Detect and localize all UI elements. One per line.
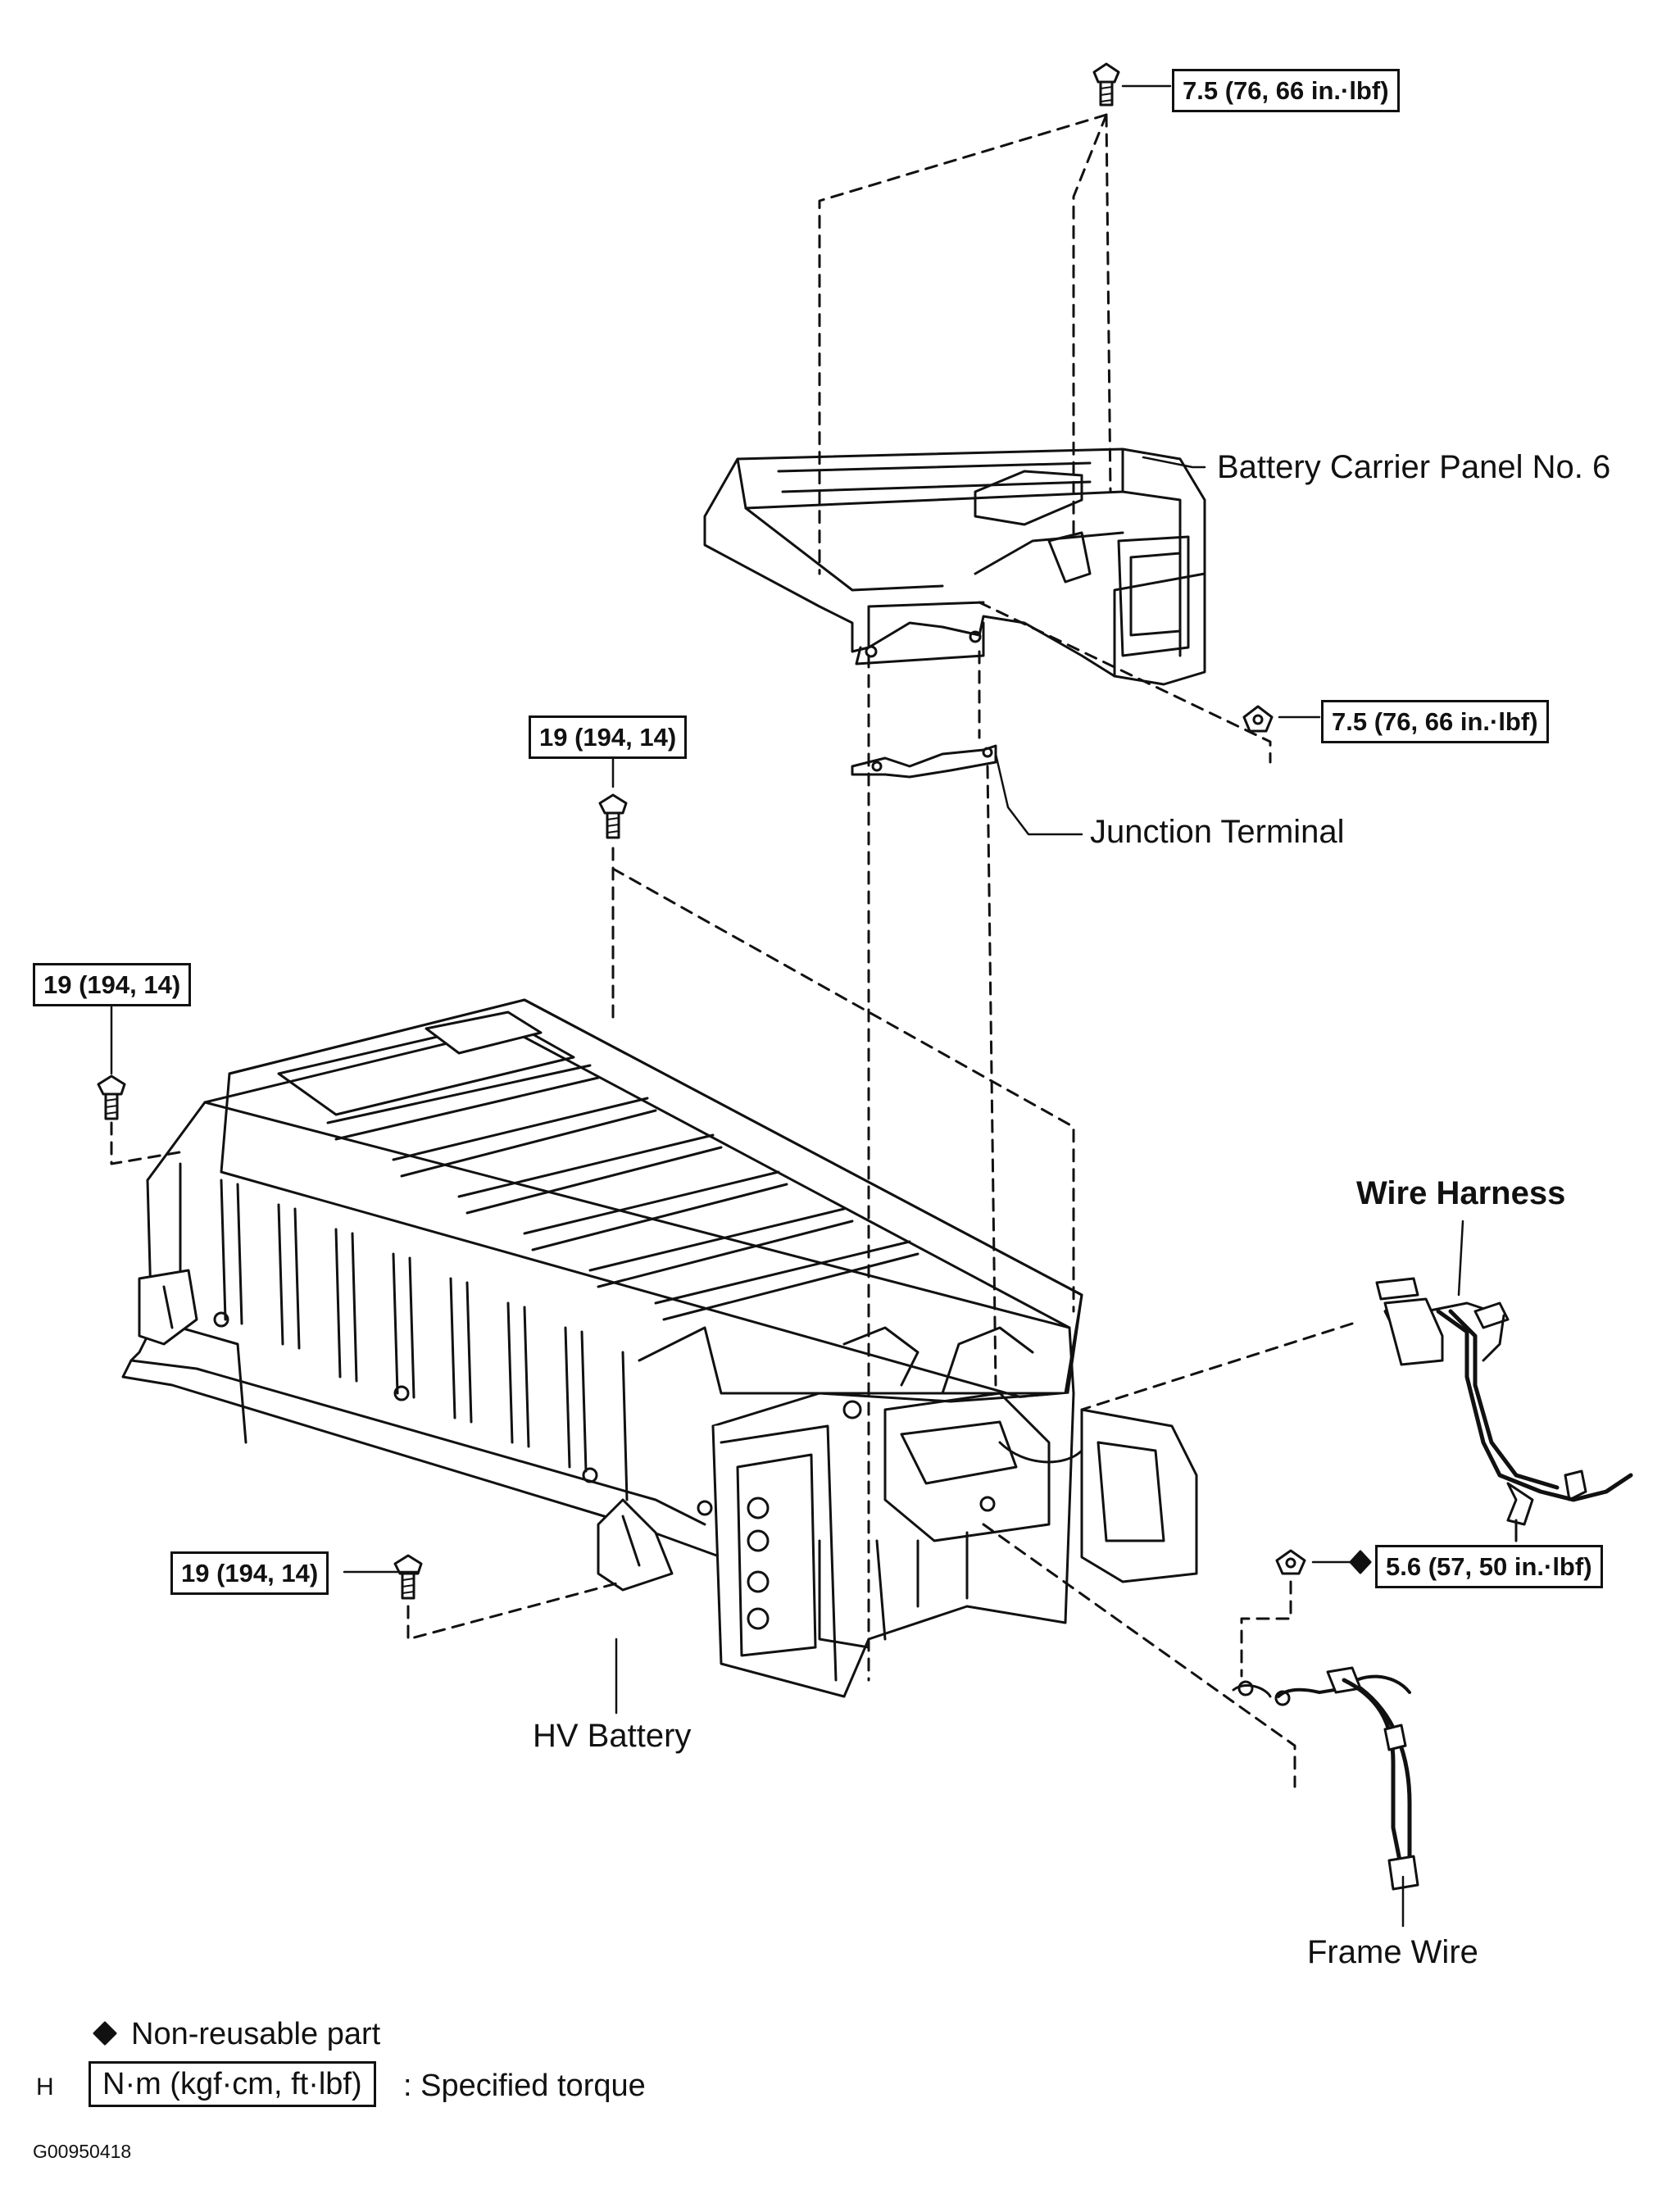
leader-lines: [110, 84, 1464, 1928]
legend-diamond-icon: [93, 2021, 117, 2046]
left-bolt-icon: [97, 1074, 126, 1120]
mid-bolt-torque: 19 (194, 14): [529, 715, 688, 759]
mid-bolt-icon: [598, 793, 628, 839]
legend-torque-text: : Specified torque: [403, 2069, 646, 2103]
assembly-guide-lines: [110, 113, 1354, 1788]
legend-nonreusable-text: Non-reusable part: [131, 2017, 381, 2051]
battery-carrier-panel-drawing: [703, 447, 1206, 686]
frame-wire-label: Frame Wire: [1307, 1934, 1478, 1970]
junction-terminal-label: Junction Terminal: [1090, 814, 1345, 850]
left-bolt-torque: 19 (194, 14): [33, 963, 192, 1006]
figure-id: G00950418: [33, 2141, 132, 2162]
wire-harness-drawing: [1375, 1277, 1633, 1542]
lower-bolt-torque: 19 (194, 14): [170, 1551, 329, 1595]
nonreusable-diamond-icon: [1349, 1550, 1372, 1574]
wire-harness-label: Wire Harness: [1356, 1175, 1566, 1211]
lower-bolt-icon: [393, 1554, 423, 1600]
junction-terminal-drawing: [851, 744, 997, 779]
legend-torque-units: N·m (kgf·cm, ft·lbf): [89, 2061, 376, 2107]
legend-torque-prefix: H: [36, 2073, 54, 2101]
panel-nut-torque: 7.5 (76, 66 in.·lbf): [1321, 700, 1549, 743]
top-bolt-torque: 7.5 (76, 66 in.·lbf): [1172, 69, 1400, 112]
battery-carrier-panel-label: Battery Carrier Panel No. 6: [1217, 449, 1611, 485]
frame-nut-icon: [1275, 1549, 1306, 1575]
hv-battery-drawing: [121, 998, 1198, 1698]
frame-wire-drawing: [1232, 1666, 1419, 1891]
panel-nut-icon: [1242, 705, 1274, 733]
hv-battery-label: HV Battery: [533, 1718, 692, 1754]
frame-nut-torque: 5.6 (57, 50 in.·lbf): [1375, 1545, 1603, 1588]
top-bolt-icon: [1092, 62, 1120, 107]
